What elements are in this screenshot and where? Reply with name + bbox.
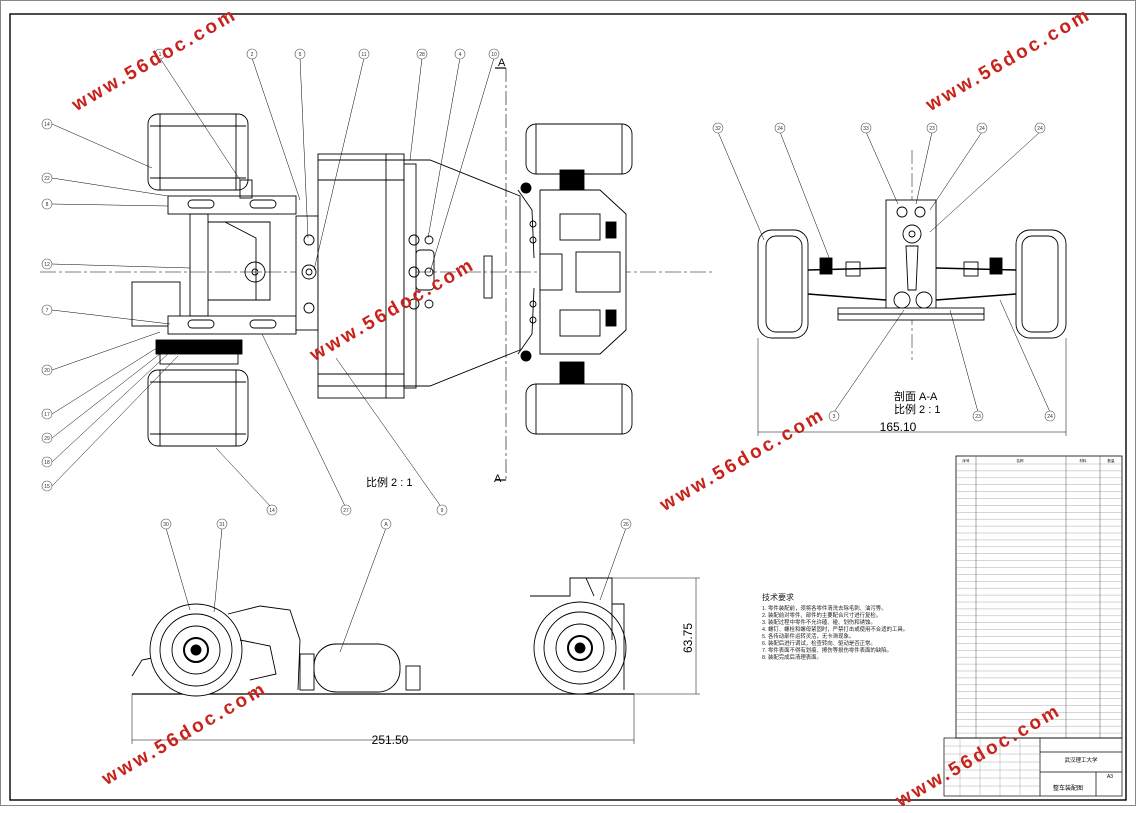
top-view-balloon-labels: 1 2 5 11 28 4 10 14 22 8 12 7 20 17 29 1… bbox=[44, 52, 497, 514]
section-marker-bottom: A bbox=[494, 473, 502, 485]
svg-text:26: 26 bbox=[623, 522, 629, 528]
svg-text:7. 零件表面不得有划痕、擦伤等损伤零件表面的缺陷。: 7. 零件表面不得有划痕、擦伤等损伤零件表面的缺陷。 bbox=[762, 646, 892, 654]
top-view-balloons bbox=[51, 57, 495, 509]
title-block-school: 武汉理工大学 bbox=[1064, 756, 1098, 764]
section-view bbox=[757, 150, 1067, 360]
section-scale: 比例 2 : 1 bbox=[894, 402, 940, 416]
svg-text:22: 22 bbox=[44, 176, 50, 182]
svg-text:32: 32 bbox=[715, 126, 721, 132]
section-view-balloon-circles bbox=[712, 122, 1056, 422]
svg-text:2: 2 bbox=[251, 52, 254, 58]
dim-front-track-width: 165.10 bbox=[880, 420, 917, 434]
dim-overall-length: 251.50 bbox=[372, 733, 409, 747]
svg-text:7: 7 bbox=[46, 308, 49, 314]
svg-text:材料: 材料 bbox=[1079, 458, 1087, 463]
bom-table: 序号 名称 材料 数量 bbox=[955, 455, 1123, 739]
section-view-balloon-labels: 32 24 33 23 24 24 3 23 24 bbox=[715, 126, 1053, 420]
svg-text:33: 33 bbox=[863, 126, 869, 132]
svg-text:11: 11 bbox=[361, 52, 366, 58]
side-view bbox=[131, 577, 700, 744]
svg-text:29: 29 bbox=[44, 436, 50, 442]
svg-text:3. 装配过程中零件不允许磕、碰、划伤和锈蚀。: 3. 装配过程中零件不允许磕、碰、划伤和锈蚀。 bbox=[762, 618, 876, 626]
section-title: 剖面 A-A bbox=[894, 389, 938, 403]
svg-text:序号: 序号 bbox=[962, 458, 970, 463]
svg-text:1. 零件装配前，须将各零件清洗去除毛刺、油污等。: 1. 零件装配前，须将各零件清洗去除毛刺、油污等。 bbox=[762, 604, 887, 612]
svg-text:4: 4 bbox=[459, 52, 462, 58]
svg-text:3: 3 bbox=[833, 414, 836, 420]
svg-text:15: 15 bbox=[44, 484, 50, 490]
svg-text:6. 装配后进行调试，检查转向、驱动是否正常。: 6. 装配后进行调试，检查转向、驱动是否正常。 bbox=[762, 639, 876, 647]
technical-requirements: 技术要求 1. 零件装配前，须将各零件清洗去除毛刺、油污等。 2. 装配前对零件… bbox=[762, 592, 908, 661]
svg-text:12: 12 bbox=[44, 262, 50, 268]
svg-text:14: 14 bbox=[44, 122, 50, 128]
svg-text:1: 1 bbox=[159, 52, 162, 58]
svg-text:8: 8 bbox=[46, 202, 49, 208]
svg-text:5: 5 bbox=[299, 52, 302, 58]
svg-text:24: 24 bbox=[1047, 414, 1053, 420]
title-block-drawing-name: 整车装配图 bbox=[1053, 784, 1083, 792]
svg-text:4. 螺钉、螺栓和螺母紧固时，严禁打击或使用不合适的工具。: 4. 螺钉、螺栓和螺母紧固时，严禁打击或使用不合适的工具。 bbox=[762, 625, 908, 633]
inner-frame bbox=[9, 13, 1127, 801]
svg-text:9: 9 bbox=[441, 508, 444, 514]
top-view bbox=[40, 67, 715, 481]
side-view-leaders bbox=[165, 527, 627, 653]
title-block-sheet-size: A3 bbox=[1107, 774, 1113, 780]
svg-text:27: 27 bbox=[343, 508, 349, 514]
title-block bbox=[943, 737, 1123, 797]
svg-text:17: 17 bbox=[44, 412, 50, 418]
svg-text:23: 23 bbox=[975, 414, 981, 420]
svg-text:30: 30 bbox=[163, 522, 169, 528]
svg-text:8. 装配完成后清理表面。: 8. 装配完成后清理表面。 bbox=[762, 653, 822, 661]
svg-text:技术要求: 技术要求 bbox=[762, 592, 794, 602]
svg-text:24: 24 bbox=[979, 126, 985, 132]
svg-text:24: 24 bbox=[777, 126, 783, 132]
top-view-balloon-circles bbox=[41, 48, 500, 516]
svg-text:20: 20 bbox=[44, 368, 50, 374]
svg-text:A: A bbox=[384, 522, 388, 528]
section-marker-top: A bbox=[498, 57, 506, 69]
svg-text:14: 14 bbox=[269, 508, 275, 514]
svg-text:24: 24 bbox=[1037, 126, 1043, 132]
svg-text:23: 23 bbox=[929, 126, 935, 132]
svg-text:名称: 名称 bbox=[1016, 458, 1024, 463]
svg-text:5. 各传动部件运转灵活，无卡滞现象。: 5. 各传动部件运转灵活，无卡滞现象。 bbox=[762, 632, 854, 640]
svg-text:10: 10 bbox=[491, 52, 497, 58]
svg-text:28: 28 bbox=[419, 52, 425, 58]
svg-text:18: 18 bbox=[44, 460, 50, 466]
side-view-balloon-labels: 30 31 A 26 bbox=[163, 522, 629, 528]
dim-overall-height: 63.75 bbox=[681, 623, 695, 653]
section-view-balloons bbox=[717, 131, 1067, 436]
top-view-scale-note: 比例 2 : 1 bbox=[366, 475, 412, 489]
svg-text:31: 31 bbox=[219, 522, 225, 528]
side-view-balloon-circles bbox=[160, 518, 632, 530]
svg-text:2. 装配前对零件、部件的主要配合尺寸进行复检。: 2. 装配前对零件、部件的主要配合尺寸进行复检。 bbox=[762, 611, 881, 619]
svg-text:数量: 数量 bbox=[1107, 458, 1115, 463]
